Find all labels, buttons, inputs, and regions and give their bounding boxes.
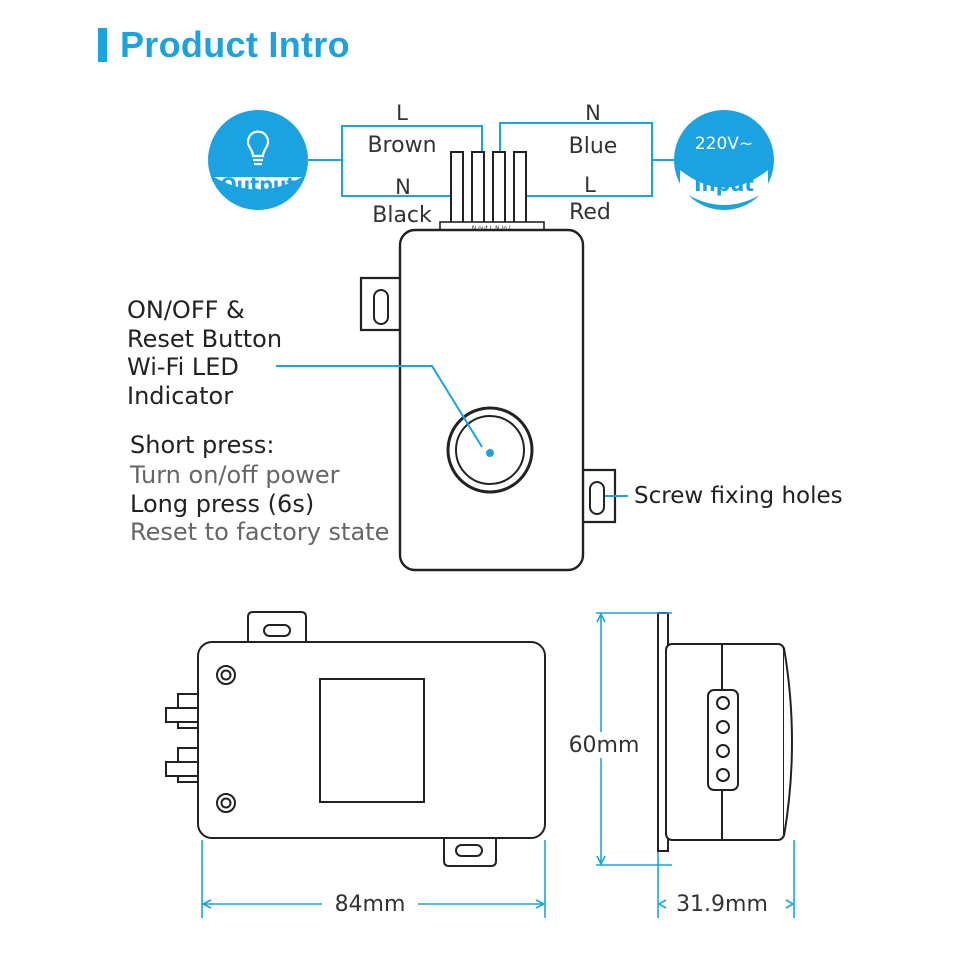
long-press-title: Long press (6s) bbox=[130, 490, 314, 518]
input-badge: 220V~ Input bbox=[674, 110, 774, 210]
wiring-lines bbox=[308, 122, 674, 197]
input-voltage: 220V~ bbox=[695, 134, 753, 154]
screw-hole-bottom bbox=[589, 481, 605, 515]
wire-black-letter: N bbox=[395, 175, 411, 199]
wire-brown-letter: L bbox=[396, 101, 408, 125]
power-button-icon[interactable] bbox=[446, 406, 534, 494]
button-callout-line2: Reset Button bbox=[127, 325, 282, 353]
dimension-height: 60mm bbox=[569, 733, 640, 758]
input-label: Input bbox=[694, 172, 754, 196]
screw-hole-top bbox=[373, 289, 389, 325]
device-end-view bbox=[657, 612, 793, 852]
output-label: Output bbox=[221, 174, 296, 196]
wire-red-letter: L bbox=[584, 173, 596, 197]
device-side-view bbox=[165, 611, 546, 867]
dimension-lines bbox=[201, 612, 795, 918]
screw-label: Screw fixing holes bbox=[634, 483, 843, 509]
output-badge: Output bbox=[208, 110, 308, 210]
side-mount-hole-bottom bbox=[455, 844, 483, 857]
wire-black-name: Black bbox=[372, 203, 432, 228]
wire-blue-name: Blue bbox=[569, 134, 618, 159]
wire-blue-letter: N bbox=[585, 101, 601, 125]
terminal-pins bbox=[450, 151, 527, 225]
long-press-desc: Reset to factory state bbox=[130, 518, 389, 546]
button-callout-line3: Wi-Fi LED bbox=[127, 353, 239, 381]
button-callout-line4: Indicator bbox=[127, 382, 233, 410]
terminal-label: N out L N in L bbox=[472, 225, 513, 232]
button-callout-line1: ON/OFF & bbox=[127, 296, 245, 324]
dimension-width: 84mm bbox=[335, 892, 406, 917]
button-callout-line bbox=[276, 365, 483, 448]
page-title-text: Product Intro bbox=[120, 24, 350, 65]
short-press-desc: Turn on/off power bbox=[129, 461, 340, 489]
device-front-view bbox=[359, 228, 617, 572]
wire-brown-name: Brown bbox=[367, 133, 436, 158]
short-press-title: Short press: bbox=[130, 431, 274, 459]
wire-red-name: Red bbox=[569, 200, 611, 225]
dimension-depth: 31.9mm bbox=[676, 892, 768, 917]
page-title: Product Intro bbox=[98, 24, 350, 66]
side-mount-hole-top bbox=[263, 624, 291, 637]
title-accent-bar bbox=[98, 28, 107, 62]
device-body bbox=[398, 228, 585, 572]
light-bulb-icon bbox=[246, 130, 270, 166]
